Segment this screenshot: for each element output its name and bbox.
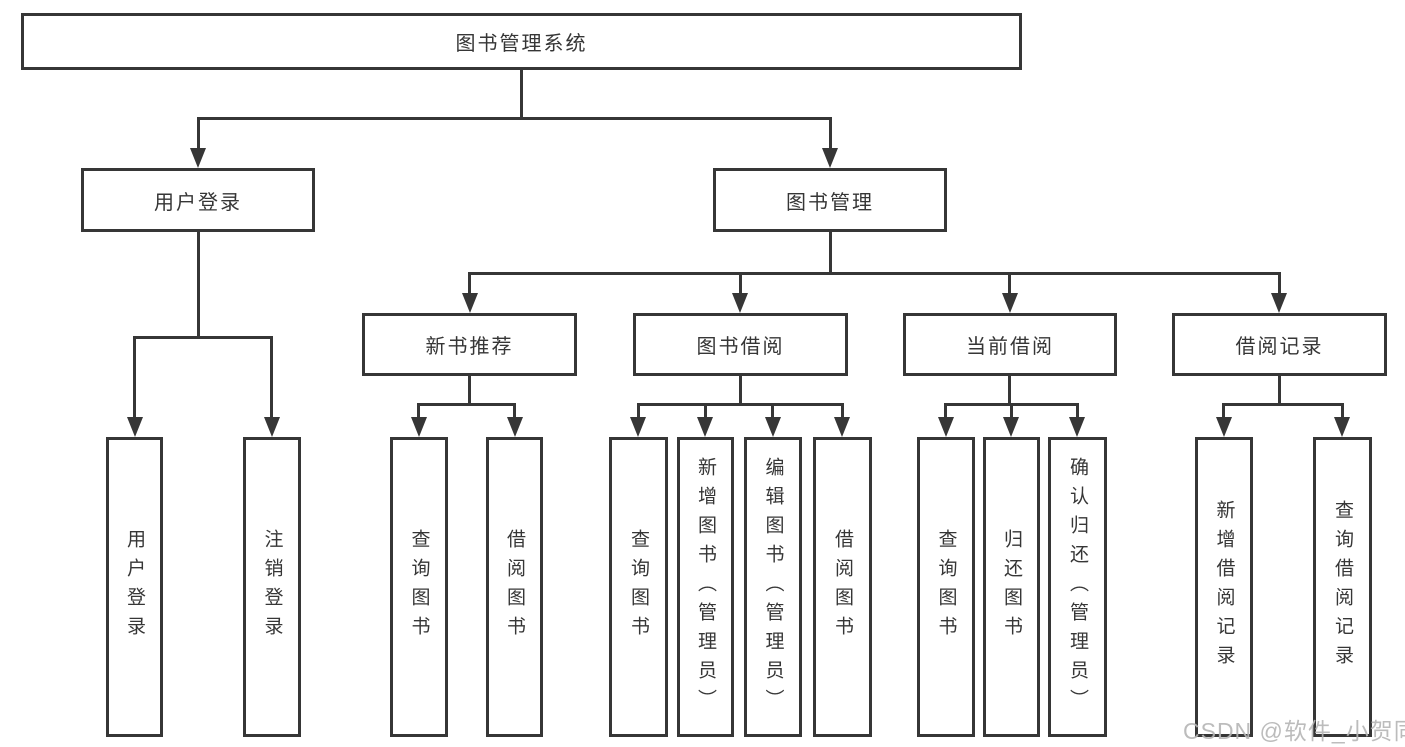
leaf-return-books: 归还图书 [983,437,1040,737]
connector-stem [637,405,640,419]
connector-stem [704,405,707,419]
leaf-add-books-admin: 新增图书（管理员） [677,437,734,737]
connector-stem [197,119,200,150]
node-current-borrowing: 当前借阅 [903,313,1117,376]
node-new-book-recommendation: 新书推荐 [362,313,577,376]
connector-bus [944,403,1079,406]
arrow-down-icon [938,417,954,437]
arrow-down-icon [1002,293,1018,313]
arrow-down-icon [834,417,850,437]
connector-stem [417,405,420,419]
leaf-query-books-recommend: 查询图书 [390,437,448,737]
connector-stem [1222,405,1225,419]
node-book-management: 图书管理 [713,168,947,232]
connector-bus [417,403,516,406]
leaf-borrow-books-recommend: 借阅图书 [486,437,543,737]
arrow-down-icon [507,417,523,437]
arrow-down-icon [462,293,478,313]
arrow-down-icon [1003,417,1019,437]
arrow-down-icon [1069,417,1085,437]
connector-stem [513,405,516,419]
arrow-down-icon [732,293,748,313]
connector-stem [771,405,774,419]
connector-root-stem [520,68,523,120]
leaf-edit-books-admin: 编辑图书（管理员） [744,437,802,737]
connector-stem [270,338,273,419]
arrow-down-icon [822,148,838,168]
arrow-down-icon [264,417,280,437]
connector-bus [1222,403,1344,406]
connector-stem [739,274,742,295]
leaf-borrow-books-borrowing: 借阅图书 [813,437,872,737]
arrow-down-icon [630,417,646,437]
leaf-confirm-return-admin: 确认归还（管理员） [1048,437,1107,737]
leaf-query-books-borrowing: 查询图书 [609,437,668,737]
connector-stem [1076,405,1079,419]
connector-bus [637,403,844,406]
arrow-down-icon [411,417,427,437]
connector-level3-bus [468,272,1281,275]
leaf-query-borrow-record: 查询借阅记录 [1313,437,1372,737]
csdn-watermark: CSDN @软件_小贺同学 [1183,718,1405,744]
leaf-query-books-current: 查询图书 [917,437,975,737]
arrow-down-icon [1216,417,1232,437]
leaf-add-borrow-record: 新增借阅记录 [1195,437,1253,737]
arrow-down-icon [697,417,713,437]
connector-level2-bus [197,117,832,120]
connector-stem [197,232,200,339]
leaf-user-login: 用户登录 [106,437,163,737]
connector-stem [829,232,832,275]
connector-stem [133,338,136,419]
connector-bus [133,336,273,339]
arrow-down-icon [127,417,143,437]
node-book-borrowing: 图书借阅 [633,313,848,376]
connector-stem [1008,376,1011,406]
connector-stem [1278,274,1281,295]
arrow-down-icon [1334,417,1350,437]
connector-stem [829,119,832,150]
arrow-down-icon [190,148,206,168]
node-library-management-system: 图书管理系统 [21,13,1022,70]
connector-stem [1008,274,1011,295]
leaf-logout: 注销登录 [243,437,301,737]
arrow-down-icon [1271,293,1287,313]
connector-stem [739,376,742,406]
connector-stem [468,274,471,295]
arrow-down-icon [765,417,781,437]
connector-stem [944,405,947,419]
connector-stem [1010,405,1013,419]
connector-stem [841,405,844,419]
node-user-login: 用户登录 [81,168,315,232]
node-borrowing-records: 借阅记录 [1172,313,1387,376]
connector-stem [468,376,471,406]
connector-stem [1341,405,1344,419]
connector-stem [1278,376,1281,406]
